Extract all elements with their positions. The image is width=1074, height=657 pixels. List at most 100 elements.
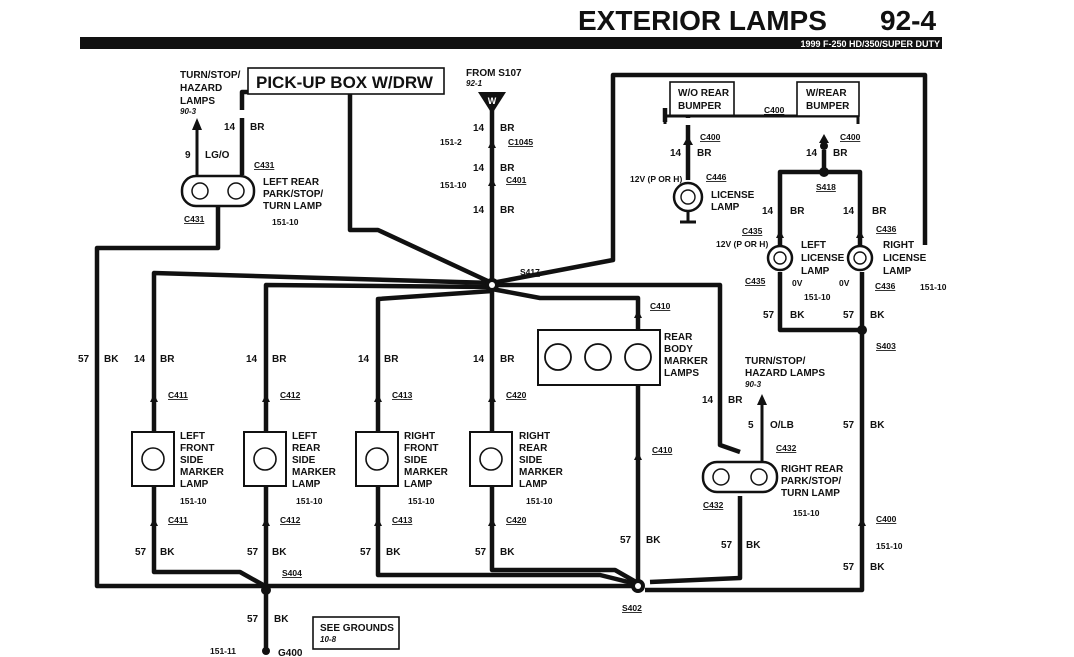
right-license-g: 14	[843, 206, 855, 217]
ground-g400	[262, 647, 270, 655]
splice-s417-center	[489, 282, 495, 288]
w-rear-bumper-line2: BUMPER	[806, 101, 850, 112]
license-line2: LAMP	[711, 202, 740, 213]
bulb-icon	[253, 447, 277, 471]
side-marker-line5: LAMP	[180, 479, 209, 490]
right-ground-g: 57	[843, 420, 855, 431]
splice-s418-label: S418	[816, 182, 836, 192]
right-ground-c2: BK	[870, 562, 885, 573]
right-ground-g2: 57	[843, 562, 855, 573]
side-marker-line5: LAMP	[404, 479, 433, 490]
splice-s404	[261, 585, 271, 595]
left-rear-color: BR	[250, 122, 265, 133]
side-marker-conn-bottom: C412	[280, 515, 301, 525]
side-marker-gauge-bottom: 57	[247, 547, 259, 558]
splice-s404-label: S404	[282, 568, 302, 578]
turn-right-ref: 90-3	[745, 380, 762, 389]
left-rear-line1: LEFT REAR	[263, 177, 320, 188]
left-license-line1: LEFT	[801, 240, 826, 251]
center-g2: 14	[473, 163, 485, 174]
left-license-c2: BK	[790, 310, 805, 321]
connector-c400-dot	[820, 142, 828, 150]
side-marker-line3: SIDE	[519, 455, 543, 466]
right-license-c: BR	[872, 206, 887, 217]
left-rear-lamp	[180, 174, 256, 208]
left-license-line3: LAMP	[801, 266, 830, 277]
left-license-voltage: 12V (P OR H)	[716, 239, 768, 249]
right-ground-c3: BK	[646, 535, 661, 546]
center-conn2: C401	[506, 175, 527, 185]
license-lamp	[672, 181, 704, 213]
rear-body-conn: C410	[650, 301, 671, 311]
license-voltage: 12V (P OR H)	[630, 174, 682, 184]
side-marker-lamp-left-front: 14 BR C411 LEFT FRONT SIDE MARKER LAMP 1…	[131, 354, 225, 558]
header-bar	[80, 37, 942, 49]
center-page2: 151-10	[440, 180, 467, 190]
side-marker-color-bottom: BK	[160, 547, 175, 558]
splice-s402-label: S402	[622, 603, 642, 613]
bulb-icon	[191, 182, 209, 200]
vehicle-subtitle: 1999 F-250 HD/350/SUPER DUTY	[800, 39, 940, 49]
side-marker-gauge-top: 14	[473, 354, 485, 365]
side-marker-lamp-right-front: 14 BR C413 RIGHT FRONT SIDE MARKER LAMP …	[355, 354, 449, 558]
side-marker-line4: MARKER	[519, 467, 564, 478]
right-license-lamp	[846, 244, 874, 272]
left-license-c: BR	[790, 206, 805, 217]
left-rear-conn-top: C431	[254, 160, 275, 170]
see-grounds-frame	[312, 616, 400, 650]
right-license-line2: LICENSE	[883, 253, 927, 264]
side-marker-line2: FRONT	[180, 443, 214, 454]
side-marker-lamp-body	[243, 431, 287, 487]
arrow-up-icon	[683, 136, 693, 145]
bulb-icon	[365, 447, 389, 471]
see-grounds-line1: SEE GROUNDS	[320, 623, 394, 634]
rear-body-line3: MARKER	[664, 356, 709, 367]
bulb-icon	[544, 343, 572, 371]
right-bumper-conn-top: C400	[840, 132, 861, 142]
left-license-ov: 0V	[792, 278, 803, 288]
right-ground-c: BK	[870, 420, 885, 431]
arrow-up-icon	[819, 134, 829, 143]
bulb-icon	[584, 343, 612, 371]
left-license-lamp	[766, 244, 794, 272]
side-marker-line4: MARKER	[180, 467, 225, 478]
side-marker-line4: MARKER	[292, 467, 337, 478]
right-rear-conn-bottom: C432	[703, 500, 724, 510]
left-license-conn-bottom: C435	[745, 276, 766, 286]
side-marker-conn-bottom: C420	[506, 515, 527, 525]
splice-s403	[857, 325, 867, 335]
right-license-conn-bottom: C436	[875, 281, 896, 291]
side-marker-page: 151-10	[180, 496, 207, 506]
side-marker-line2: REAR	[292, 443, 321, 454]
side-marker-line1: RIGHT	[519, 431, 550, 442]
side-marker-color-bottom: BK	[272, 547, 287, 558]
side-marker-line1: LEFT	[292, 431, 317, 442]
side-marker-conn-bottom: C411	[168, 515, 188, 525]
side-marker-lamp-right-rear: 14 BR C420 RIGHT REAR SIDE MARKER LAMP 1…	[469, 354, 564, 558]
bumper-bracket	[663, 114, 860, 124]
side-marker-gauge-top: 14	[246, 354, 258, 365]
wo-rear-bumper-conn: C400	[764, 105, 785, 115]
pickup-box-frame	[247, 67, 445, 95]
side-marker-conn-bottom: C413	[392, 515, 413, 525]
side-marker-line1: LEFT	[180, 431, 205, 442]
turn-left-gauge: 9	[185, 150, 191, 161]
left-rear-line3: TURN LAMP	[263, 201, 322, 212]
bulb-icon	[227, 182, 245, 200]
bulb-icon	[712, 468, 730, 486]
turn-left-line1: TURN/STOP/	[180, 70, 241, 81]
side-marker-conn-top: C413	[392, 390, 413, 400]
side-marker-color-bottom: BK	[386, 547, 401, 558]
bulb-icon	[773, 251, 787, 265]
side-marker-line4: MARKER	[404, 467, 449, 478]
license-g: 14	[670, 148, 682, 159]
side-marker-color-top: BR	[160, 354, 175, 365]
page-number: 92-4	[880, 5, 936, 36]
left-ground-c2: BK	[274, 614, 289, 625]
splice-s403-label: S403	[876, 341, 896, 351]
pickup-box-label: PICK-UP BOX W/DRW	[256, 73, 434, 92]
turn-right-line2: HAZARD LAMPS	[745, 368, 825, 379]
left-license-line2: LICENSE	[801, 253, 845, 264]
left-rear-page: 151-10	[272, 217, 299, 227]
center-c3: BR	[500, 205, 515, 216]
